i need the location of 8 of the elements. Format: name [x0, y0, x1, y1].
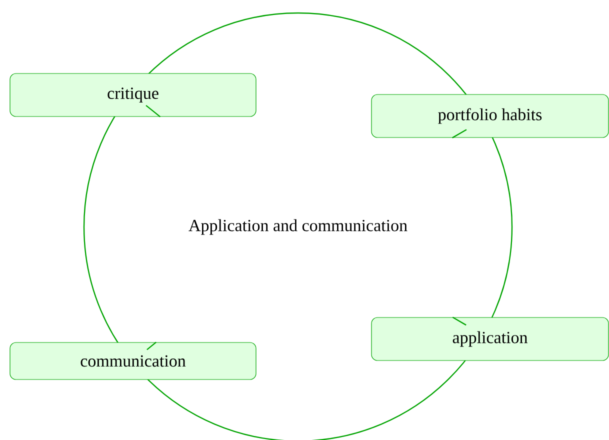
connector-line — [452, 316, 466, 326]
connector-line — [146, 342, 157, 350]
subtopic-box: critique — [10, 73, 256, 117]
subtopic-box: portfolio habits — [371, 94, 609, 138]
subtopic-box: communication — [10, 342, 256, 380]
connector-line — [452, 129, 467, 138]
connector-line — [146, 105, 161, 118]
subtopic-box: application — [371, 317, 609, 361]
